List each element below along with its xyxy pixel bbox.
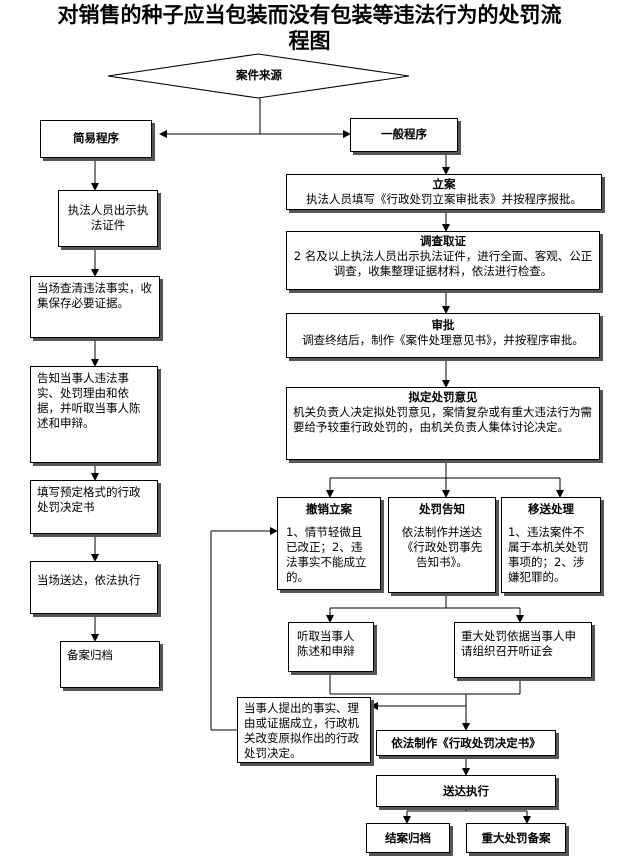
- case-source-diamond: [107, 53, 410, 99]
- investigation-box: 调查取证 2 名及以上执法人员出示执法证件，进行全面、客观、公正调查，收集整理证…: [286, 231, 600, 290]
- revoke-filing-box: 撤销立案 1、情节轻微且已改正；2、违法事实不能成立的。: [277, 497, 381, 590]
- page-title: 对销售的种子应当包装而没有包装等违法行为的处罚流 程图: [57, 2, 562, 53]
- deliver-execute-box: 送达执行: [376, 775, 556, 807]
- onsite-investigation-box: 当场查清违法事实，收集保存必要证据。: [30, 276, 160, 338]
- penalty-notice-box: 处罚告知 依法制作并送达《行政处罚事先告知书》。: [388, 497, 496, 593]
- case-source-label: 案件来源: [236, 68, 282, 82]
- hear-statement-box: 听取当事人陈述和申辩: [288, 622, 374, 672]
- simple-archive-box: 备案归档: [60, 641, 160, 688]
- hearing-box: 重大处罚依据当事人申请组织召开听证会: [454, 622, 592, 678]
- inform-party-box: 告知当事人违法事实、处罚理由和依据，并听取当事人陈述和申辩。: [30, 366, 158, 463]
- simple-procedure-box: 简易程序: [40, 120, 152, 158]
- penalty-opinion-box: 拟定处罚意见 机关负责人决定拟处罚意见，案情复杂或有重大违法行为需要给予较重行政…: [286, 387, 600, 460]
- transfer-box: 移送处理 1、违法案件不属于本机关处罚事项的；2、涉嫌犯罪的。: [501, 497, 601, 593]
- show-credentials-box: 执法人员出示执法证件: [58, 190, 158, 247]
- fill-decision-form-box: 填写预定格式的行政处罚决定书: [30, 480, 158, 534]
- filing-box: 立案 执法人员填写《行政处罚立案审批表》并按程序报批。: [286, 174, 602, 210]
- major-penalty-record-box: 重大处罚备案: [466, 823, 566, 853]
- close-archive-box: 结案归档: [366, 823, 450, 853]
- change-decision-box: 当事人提出的事实、理由或证据成立，行政机关改变原拟作出的行政处罚决定。: [237, 697, 371, 763]
- onsite-delivery-box: 当场送达，依法执行: [30, 561, 158, 614]
- general-procedure-box: 一般程序: [350, 118, 458, 152]
- make-decision-box: 依法制作《行政处罚决定书》: [376, 730, 556, 756]
- review-box: 审批 调查终结后，制作《案件处理意见书》，并按程序审批。: [286, 313, 600, 358]
